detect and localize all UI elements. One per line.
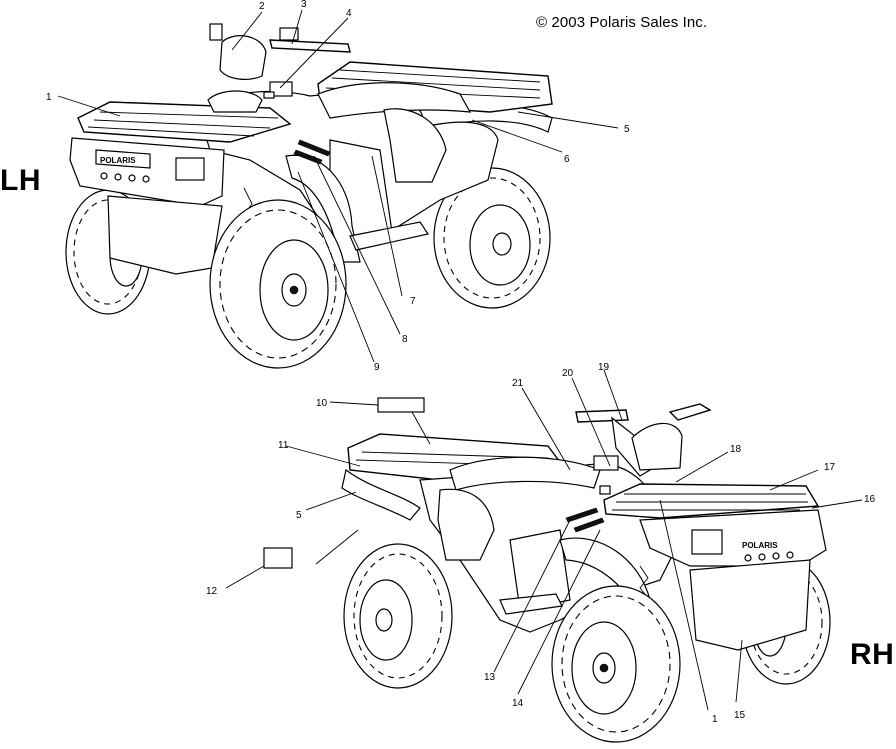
callout-rh-13: 13 (484, 672, 496, 683)
callout-rh-1: 1 (712, 714, 718, 725)
callout-rh-10: 10 (316, 398, 328, 409)
callout-lh-6: 6 (564, 154, 570, 165)
callout-rh-18: 18 (730, 444, 742, 455)
callout-rh-20: 20 (562, 368, 574, 379)
brand-badge-lh: POLARIS (100, 156, 136, 165)
callout-rh-15: 15 (734, 710, 746, 721)
rear-wheel-rh (343, 543, 453, 689)
atv-right-view: POLARIS (341, 403, 831, 743)
atv-left-view: POLARIS (65, 23, 553, 369)
decal-10-rect (377, 397, 425, 413)
callouts-lh: 1 2 3 4 5 6 7 8 9 (46, 0, 630, 373)
callout-rh-5: 5 (296, 510, 302, 521)
callout-rh-12: 12 (206, 586, 218, 597)
callout-lh-2: 2 (259, 1, 265, 12)
callout-rh-21: 21 (512, 378, 524, 389)
callout-lh-7: 7 (410, 296, 416, 307)
left-hand-label: LH (0, 164, 41, 197)
leader-lines-lh (57, 9, 619, 363)
rear-wheel-lh (433, 167, 551, 309)
copyright-notice: © 2003 Polaris Sales Inc. (536, 14, 708, 31)
callout-rh-19: 19 (598, 362, 610, 373)
callouts-rh: 10 11 21 20 19 18 17 16 5 12 13 14 1 15 (206, 362, 876, 725)
callout-lh-5: 5 (624, 124, 630, 135)
callout-rh-16: 16 (864, 494, 876, 505)
callout-lh-8: 8 (402, 334, 408, 345)
brand-badge-rh: POLARIS (742, 541, 778, 550)
leader-lines-rh (225, 369, 863, 711)
decal-12-rect (263, 547, 293, 569)
callout-lh-3: 3 (301, 0, 307, 10)
callout-lh-4: 4 (346, 8, 352, 19)
callout-rh-11: 11 (278, 440, 289, 451)
callout-lh-1: 1 (46, 92, 52, 103)
callout-rh-17: 17 (824, 462, 836, 473)
callout-lh-9: 9 (374, 362, 380, 373)
callout-rh-14: 14 (512, 698, 524, 709)
front-near-wheel-rh (551, 585, 681, 743)
front-near-wheel-lh (209, 199, 347, 369)
right-hand-label: RH (850, 638, 895, 671)
